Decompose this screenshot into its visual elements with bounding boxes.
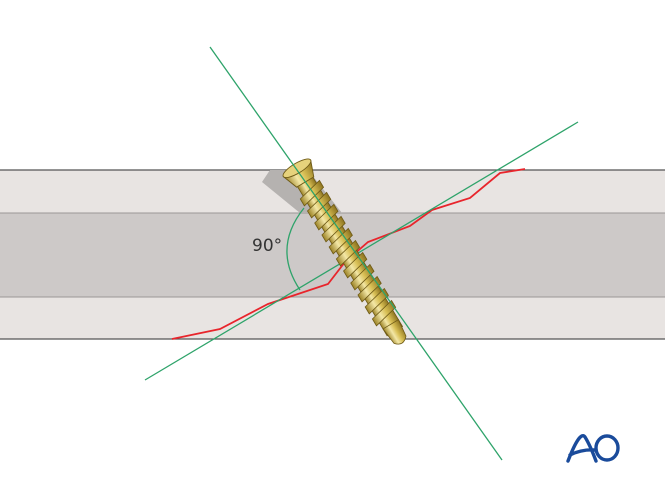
bone-shaft — [0, 169, 665, 340]
fracture-plane-line — [144, 121, 579, 381]
screw-tip — [382, 319, 407, 345]
ao-logo — [566, 434, 620, 463]
angle-label: 90° — [252, 236, 282, 256]
angle-arc — [286, 207, 305, 291]
screw-threads — [293, 171, 407, 345]
lag-screw — [282, 158, 407, 345]
lower-cortex — [0, 297, 665, 339]
fracture-line — [171, 168, 526, 340]
screw-axis-line — [209, 46, 503, 461]
ao-logo-a — [566, 434, 598, 463]
ao-logo-o — [594, 434, 620, 462]
